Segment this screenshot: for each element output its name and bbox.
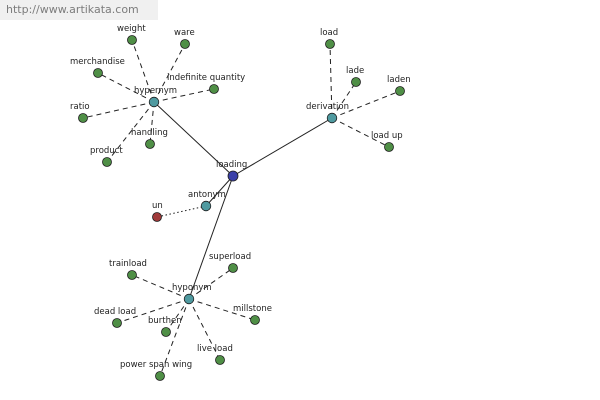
relation-node-label: hypernym xyxy=(134,86,177,96)
term-node-circle[interactable] xyxy=(145,139,155,149)
watermark-url: http://www.artikata.com xyxy=(0,0,158,20)
term-node-circle[interactable] xyxy=(228,263,238,273)
term-node-load[interactable]: load xyxy=(320,28,338,49)
term-node-label: millstone xyxy=(233,304,272,314)
edge-hypernym-indefinite-quantity xyxy=(153,88,215,103)
edge-derivation-lade xyxy=(331,81,357,119)
center-node-label: loading xyxy=(216,160,247,170)
edge-loading-antonym xyxy=(205,175,234,207)
term-node-circle[interactable] xyxy=(209,84,219,94)
term-node-circle[interactable] xyxy=(395,86,405,96)
term-node-ware[interactable]: ware xyxy=(174,28,195,49)
term-node-trainload[interactable]: trainload xyxy=(109,259,147,280)
term-node-label: lade xyxy=(346,66,364,76)
relation-node-label: antonym xyxy=(188,190,226,200)
edge-hyponym-live-load xyxy=(188,298,221,361)
term-node-load-up[interactable]: load up xyxy=(371,131,403,152)
term-node-laden[interactable]: laden xyxy=(387,75,411,96)
edge-derivation-laden xyxy=(331,90,401,119)
term-node-ratio[interactable]: ratio xyxy=(70,102,90,123)
edge-hyponym-dead-load xyxy=(116,298,190,324)
term-node-dead-load[interactable]: dead load xyxy=(94,307,136,328)
term-node-label: dead load xyxy=(94,307,136,317)
term-node-label: handling xyxy=(131,128,168,138)
term-node-live-load[interactable]: live load xyxy=(197,344,233,365)
term-node-label: load up xyxy=(371,131,403,141)
term-node-label: trainload xyxy=(109,259,147,269)
term-node-circle[interactable] xyxy=(102,157,112,167)
term-node-label: un xyxy=(152,201,163,211)
term-node-label: product xyxy=(90,146,123,156)
term-node-superload[interactable]: superload xyxy=(209,252,251,273)
term-node-circle[interactable] xyxy=(325,39,335,49)
term-node-circle[interactable] xyxy=(78,113,88,123)
graph-nodes: weight ware merchandise indefinite quantity… xyxy=(70,24,411,381)
edge-hypernym-handling xyxy=(149,101,155,145)
term-node-un[interactable]: un xyxy=(152,201,163,222)
term-node-circle[interactable] xyxy=(127,270,137,280)
edge-derivation-load xyxy=(329,43,333,119)
term-node-circle[interactable] xyxy=(93,68,103,78)
term-node-lade[interactable]: lade xyxy=(346,66,364,87)
edge-hyponym-millstone xyxy=(188,298,256,321)
term-node-circle[interactable] xyxy=(180,39,190,49)
edge-derivation-load-up xyxy=(331,117,390,148)
term-node-label: live load xyxy=(197,344,233,354)
term-node-merchandise[interactable]: merchandise xyxy=(70,57,125,78)
center-node-loading[interactable]: loading xyxy=(216,160,247,182)
term-node-circle[interactable] xyxy=(152,212,162,222)
edge-loading-hypernym xyxy=(153,101,234,177)
term-node-weight[interactable]: weight xyxy=(117,24,146,45)
relation-node-circle[interactable] xyxy=(326,112,338,124)
term-node-label: weight xyxy=(117,24,146,34)
term-node-label: power span wing xyxy=(120,360,192,370)
term-node-circle[interactable] xyxy=(215,355,225,365)
term-node-product[interactable]: product xyxy=(90,146,123,167)
term-node-circle[interactable] xyxy=(161,327,171,337)
edge-hypernym-ware xyxy=(153,43,186,103)
term-node-burthen[interactable]: burthen xyxy=(148,316,182,337)
relation-node-circle[interactable] xyxy=(200,200,212,212)
relation-node-circle[interactable] xyxy=(183,293,195,305)
term-node-label: load xyxy=(320,28,338,38)
relation-node-antonym[interactable]: antonym xyxy=(188,190,226,212)
relation-node-derivation[interactable]: derivation xyxy=(306,102,349,124)
edge-hyponym-trainload xyxy=(131,274,190,300)
term-node-circle[interactable] xyxy=(384,142,394,152)
term-node-power-span-wing[interactable]: power span wing xyxy=(120,360,192,381)
edge-hypernym-product xyxy=(106,101,155,163)
term-node-label: laden xyxy=(387,75,411,85)
term-node-circle[interactable] xyxy=(112,318,122,328)
relation-node-circle[interactable] xyxy=(148,96,160,108)
center-node-circle[interactable] xyxy=(227,170,239,182)
term-node-label: superload xyxy=(209,252,251,262)
term-node-label: merchandise xyxy=(70,57,125,67)
relation-node-label: hyponym xyxy=(172,283,212,293)
term-node-circle[interactable] xyxy=(250,315,260,325)
term-node-circle[interactable] xyxy=(127,35,137,45)
term-node-circle[interactable] xyxy=(155,371,165,381)
term-node-label: ratio xyxy=(70,102,90,112)
relation-node-hyponym[interactable]: hyponym xyxy=(172,283,212,305)
edge-antonym-un xyxy=(156,205,207,218)
term-node-circle[interactable] xyxy=(351,77,361,87)
edge-loading-hyponym xyxy=(188,175,234,300)
term-node-label: ware xyxy=(174,28,195,38)
relation-node-label: derivation xyxy=(306,102,349,112)
edge-hypernym-weight xyxy=(131,39,155,103)
edge-hyponym-burthen xyxy=(165,298,190,333)
term-node-millstone[interactable]: millstone xyxy=(233,304,272,325)
graph-edges xyxy=(82,39,401,377)
term-node-indefinite-quantity[interactable]: indefinite quantity xyxy=(167,73,245,94)
edge-hypernym-ratio xyxy=(82,101,155,119)
relation-node-hypernym[interactable]: hypernym xyxy=(134,86,177,108)
edge-hypernym-merchandise xyxy=(97,72,155,103)
edge-hyponym-power-span-wing xyxy=(159,298,190,377)
edge-loading-derivation xyxy=(232,117,333,177)
term-node-label: indefinite quantity xyxy=(167,73,245,83)
term-node-label: burthen xyxy=(148,316,182,326)
term-node-handling[interactable]: handling xyxy=(131,128,168,149)
